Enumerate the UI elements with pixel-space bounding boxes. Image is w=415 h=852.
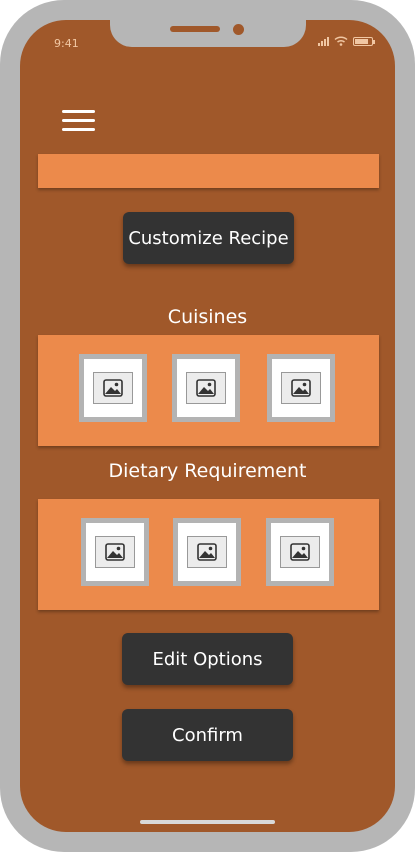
signal-icon: [318, 36, 329, 46]
image-icon: [95, 536, 135, 568]
edit-options-button[interactable]: Edit Options: [122, 633, 293, 685]
dietary-requirement-title: Dietary Requirement: [108, 460, 307, 482]
confirm-button[interactable]: Confirm: [122, 709, 293, 761]
dietary-panel: [38, 499, 379, 610]
hamburger-menu-icon[interactable]: [62, 110, 95, 132]
home-indicator: [140, 820, 275, 824]
image-icon: [281, 372, 321, 404]
status-time: 9:41: [54, 37, 79, 50]
cuisines-title: Cuisines: [167, 306, 248, 328]
dietary-option-2[interactable]: [173, 518, 241, 586]
battery-icon: [353, 36, 375, 46]
customize-recipe-button[interactable]: Customize Recipe: [123, 212, 294, 264]
dietary-option-1[interactable]: [81, 518, 149, 586]
status-indicators: [318, 36, 375, 46]
app-screen: 9:41 Customize Recipe Cuisines: [20, 20, 395, 832]
wifi-icon: [334, 36, 348, 46]
cuisine-option-2[interactable]: [172, 354, 240, 422]
dietary-option-3[interactable]: [266, 518, 334, 586]
front-camera: [233, 24, 244, 35]
image-icon: [186, 372, 226, 404]
header-banner: [38, 154, 379, 188]
speaker-grille: [170, 26, 220, 32]
image-icon: [187, 536, 227, 568]
cuisine-option-1[interactable]: [79, 354, 147, 422]
notch: [110, 20, 306, 47]
image-icon: [93, 372, 133, 404]
cuisine-option-3[interactable]: [267, 354, 335, 422]
cuisines-panel: [38, 335, 379, 446]
image-icon: [280, 536, 320, 568]
